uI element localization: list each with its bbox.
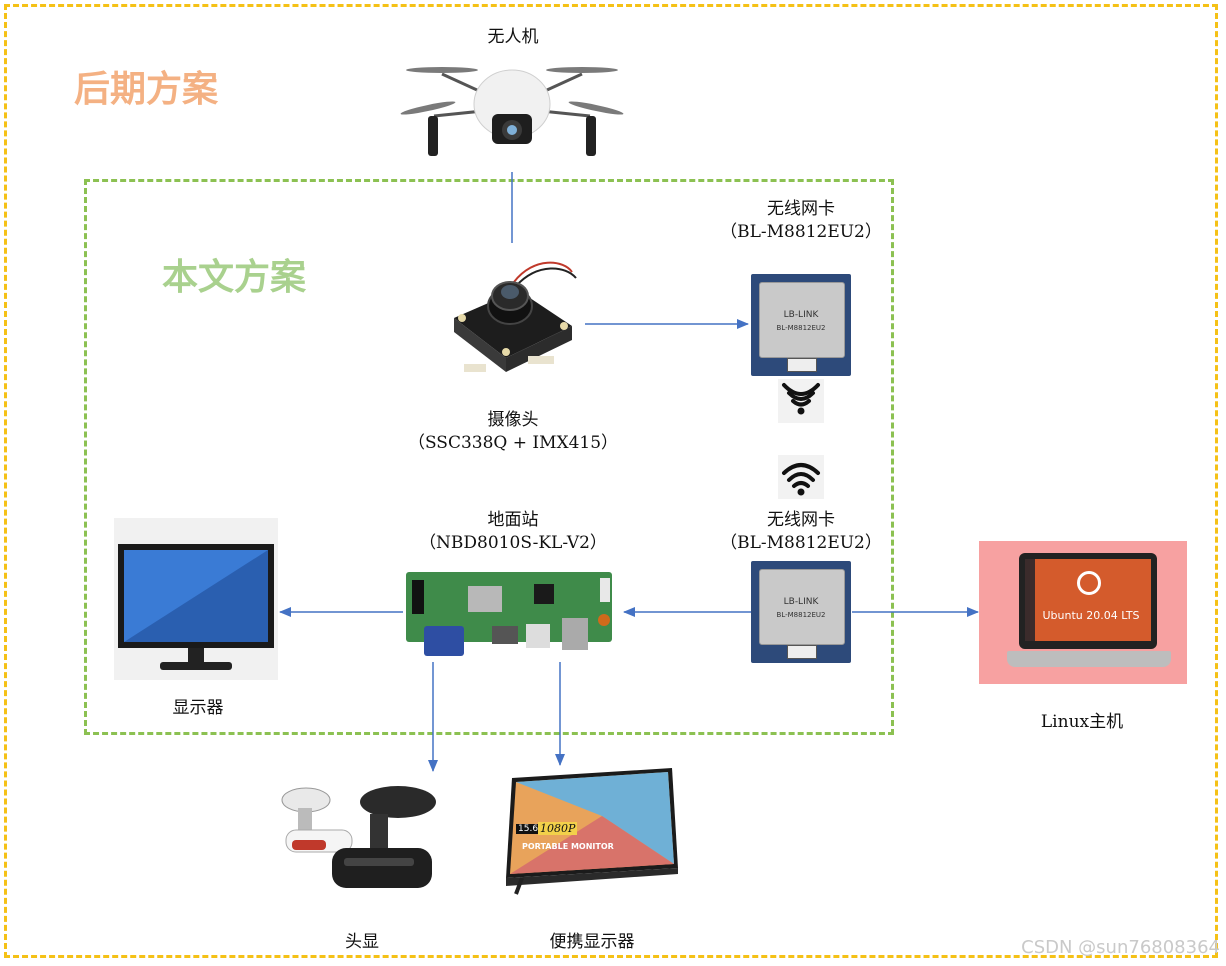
portable-caption: PORTABLE MONITOR — [522, 842, 614, 851]
linux-host-label: Linux主机 — [1040, 712, 1124, 732]
portable-res-badge: 1080P — [538, 822, 578, 835]
watermark: CSDN @sun76808364 — [1021, 937, 1220, 958]
wifi-signal-down-icon — [778, 379, 824, 423]
ubuntu-logo-icon — [1077, 571, 1101, 595]
nic-bottom-brand: LB-LINK — [783, 597, 819, 607]
headset-image — [281, 786, 436, 888]
monitor-image — [114, 518, 278, 680]
portable-monitor-image: 15.6" 1080P PORTABLE MONITOR — [502, 766, 682, 896]
inner-scheme-title: 本文方案 — [162, 257, 307, 298]
inner-scheme-frame — [84, 179, 894, 735]
monitor-label: 显示器 — [172, 698, 224, 718]
wifi-signal-up-icon — [778, 455, 824, 499]
drone-image — [400, 67, 624, 156]
outer-scheme-title: 后期方案 — [74, 69, 219, 110]
headset-label: 头显 — [345, 932, 379, 952]
nic-top-part: BL-M8812EU2 — [776, 324, 826, 332]
nic-bottom-part: BL-M8812EU2 — [776, 611, 826, 619]
linux-host-screen-text: Ubuntu 20.04 LTS — [1042, 609, 1140, 622]
camera-model-label: （SSC338Q + IMX415） — [407, 433, 619, 453]
portable-size-badge: 15.6" — [516, 824, 545, 834]
drone-label: 无人机 — [487, 27, 539, 47]
portable-monitor-label: 便携显示器 — [549, 932, 635, 952]
ground-station-board-image — [406, 572, 612, 656]
camera-image — [454, 261, 577, 372]
ground-station-model-label: （NBD8010S-KL-V2） — [419, 533, 607, 553]
nic-bottom-model-label: （BL-M8812EU2） — [720, 533, 882, 553]
nic-top-label: 无线网卡 — [767, 199, 835, 219]
nic-top-model-label: （BL-M8812EU2） — [720, 222, 882, 242]
linux-host-image: Ubuntu 20.04 LTS — [979, 541, 1187, 684]
nic-bottom-image: LB-LINK BL-M8812EU2 — [751, 561, 851, 663]
outer-scheme-frame — [4, 4, 1218, 958]
camera-label: 摄像头 — [487, 410, 539, 430]
nic-bottom-label: 无线网卡 — [767, 510, 835, 530]
nic-top-image: LB-LINK BL-M8812EU2 — [751, 274, 851, 376]
ground-station-label: 地面站 — [487, 510, 539, 530]
nic-top-brand: LB-LINK — [783, 310, 819, 320]
